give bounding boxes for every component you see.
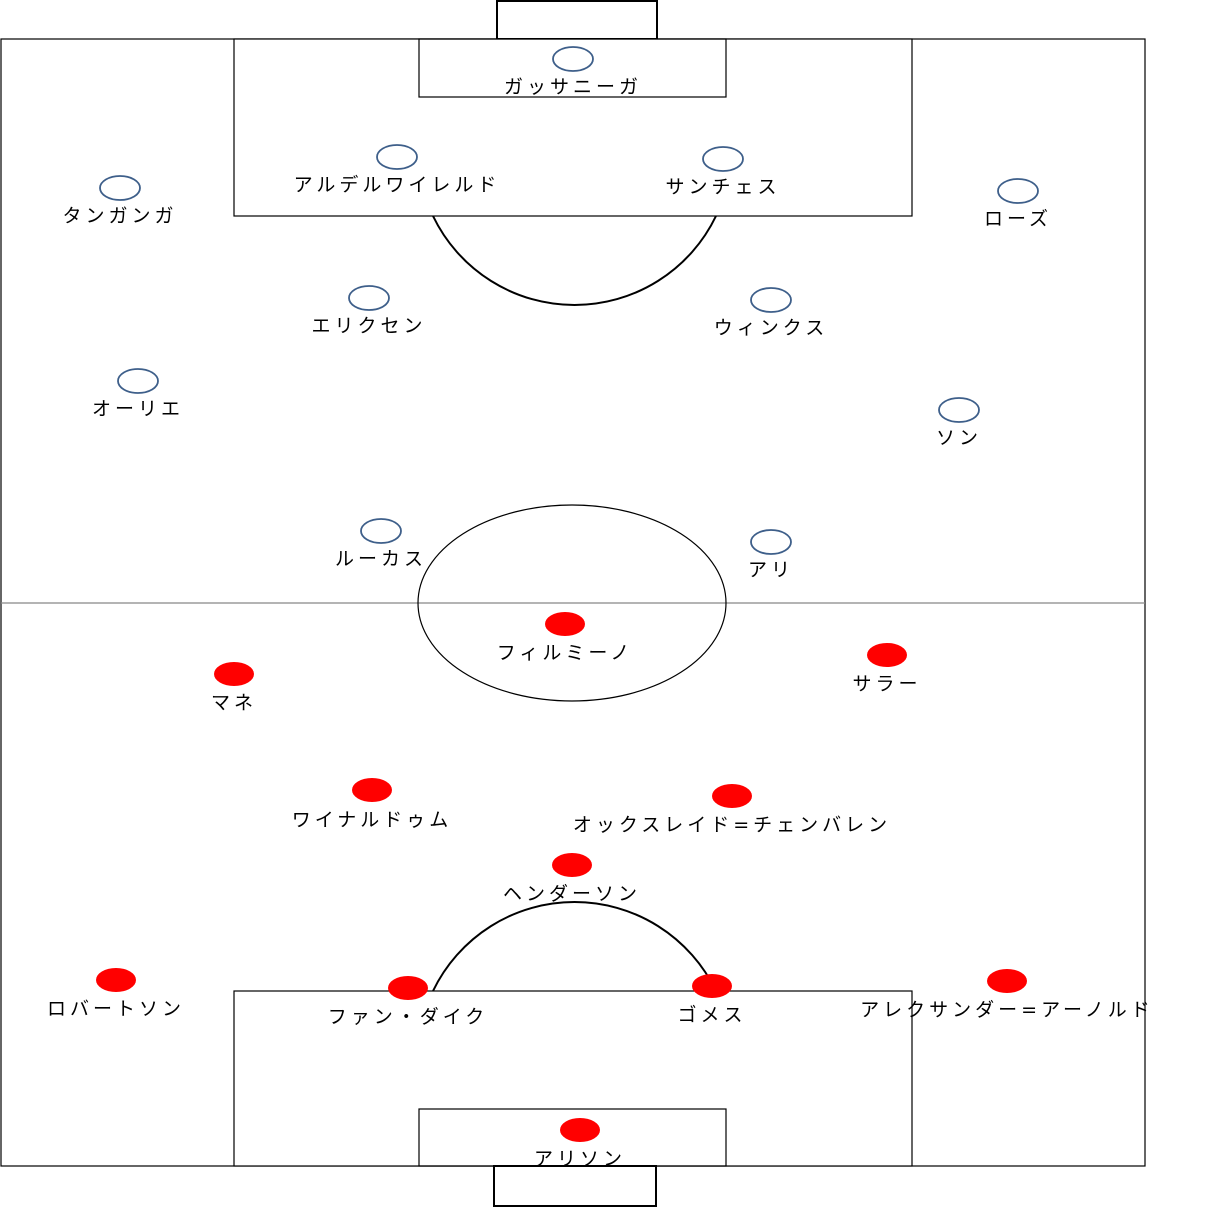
home-player-name: ワイナルドゥム (292, 809, 453, 831)
home-player-9: ゴメス (677, 974, 746, 1026)
home-player-name: サラー (852, 673, 921, 695)
away-player-name: オーリエ (92, 398, 184, 420)
away-player-name: ローズ (984, 208, 1052, 230)
away-player-2: アルデルワイレルド (294, 144, 501, 196)
away-player-9: ソン (936, 397, 982, 449)
home-player-name: マネ (211, 692, 257, 714)
home-player-5: オックスレイド=チェンバレン (573, 784, 891, 836)
away-player-name: ソン (936, 427, 982, 449)
home-player-name: ゴメス (677, 1004, 746, 1026)
away-player-marker (750, 287, 792, 313)
home-player-marker (560, 1118, 600, 1142)
home-player-marker (388, 976, 428, 1000)
away-player-name: ガッサニーガ (504, 76, 642, 98)
away-player-marker (750, 529, 792, 555)
away-player-8: オーリエ (92, 368, 184, 420)
home-player-marker (352, 778, 392, 802)
home-player-marker (96, 968, 136, 992)
away-player-marker (552, 46, 594, 72)
home-player-name: ファン・ダイク (328, 1006, 489, 1028)
home-player-11: アリソン (534, 1118, 626, 1170)
home-player-name: オックスレイド=チェンバレン (573, 814, 891, 836)
bottom-penalty-arc (432, 901, 717, 992)
away-player-name: ルーカス (335, 548, 427, 570)
home-player-8: ファン・ダイク (328, 976, 489, 1028)
away-player-marker (938, 397, 980, 423)
home-player-name: フィルミーノ (497, 642, 633, 664)
away-player-name: エリクセン (311, 315, 426, 337)
home-player-marker (692, 974, 732, 998)
top-penalty-arc (432, 215, 717, 306)
home-player-4: ワイナルドゥム (292, 778, 453, 831)
away-player-name: サンチェス (665, 176, 780, 198)
home-player-3: サラー (852, 643, 921, 695)
away-player-marker (702, 146, 744, 172)
home-player-name: アリソン (534, 1148, 626, 1170)
home-player-marker (867, 643, 907, 667)
away-player-marker (117, 368, 159, 394)
home-player-6: ヘンダーソン (503, 853, 641, 905)
home-player-marker (545, 612, 585, 636)
home-player-name: ヘンダーソン (503, 883, 641, 905)
away-player-3: サンチェス (665, 146, 780, 198)
home-player-7: ロバートソン (47, 968, 185, 1020)
away-player-name: アルデルワイレルド (294, 174, 501, 196)
away-player-1: ガッサニーガ (504, 46, 642, 98)
away-player-marker (348, 285, 390, 311)
away-player-marker (360, 518, 402, 544)
away-player-10: ルーカス (335, 518, 427, 570)
home-player-name: ロバートソン (47, 998, 185, 1020)
home-player-10: アレクサンダー=アーノルド (860, 969, 1154, 1021)
bottom-goal (493, 1165, 657, 1207)
away-player-marker (997, 178, 1039, 204)
away-player-name: ウィンクス (714, 317, 828, 339)
away-player-6: エリクセン (311, 285, 426, 337)
away-player-4: タンガンガ (62, 175, 177, 227)
home-player-1: フィルミーノ (497, 612, 633, 664)
home-player-marker (712, 784, 752, 808)
centre-circle (417, 504, 727, 702)
away-player-marker (99, 175, 141, 201)
home-player-2: マネ (211, 662, 257, 714)
home-player-marker (987, 969, 1027, 993)
away-player-7: ウィンクス (714, 287, 828, 339)
home-player-name: アレクサンダー=アーノルド (860, 999, 1154, 1021)
home-player-marker (552, 853, 592, 877)
away-player-11: アリ (748, 529, 794, 581)
away-player-name: アリ (748, 559, 794, 581)
home-player-marker (214, 662, 254, 686)
top-goal (496, 0, 658, 40)
away-player-name: タンガンガ (62, 205, 177, 227)
top-goal-area (418, 38, 727, 98)
away-player-marker (376, 144, 418, 170)
away-player-5: ローズ (984, 178, 1052, 230)
